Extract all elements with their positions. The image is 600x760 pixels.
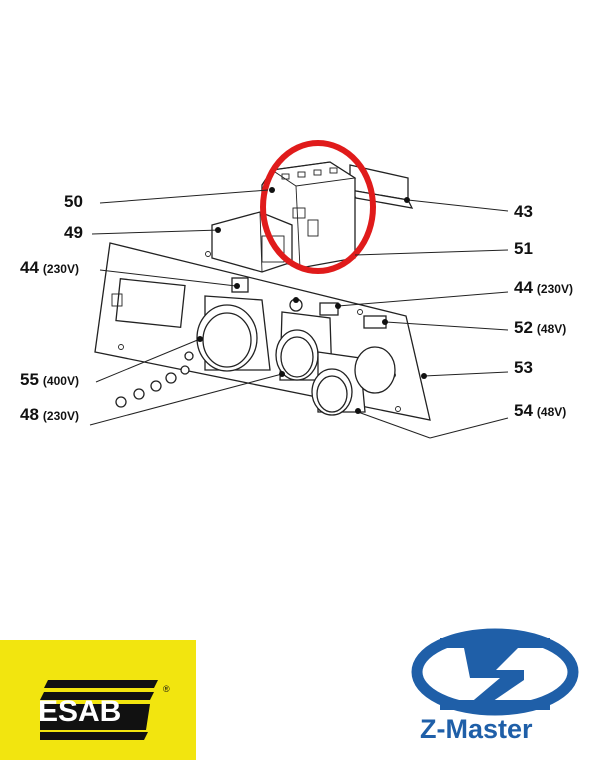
esab-bars-icon	[40, 680, 158, 740]
callout-54: 54(48V)	[514, 401, 566, 420]
panel-hole	[354, 346, 396, 394]
callout-44-left: 44(230V)	[20, 258, 79, 277]
callout-52: 52(48V)	[514, 318, 566, 337]
callout-48: 48(230V)	[20, 405, 79, 424]
din-rail	[348, 164, 414, 209]
socket-400v	[196, 277, 271, 372]
callout-55: 55(400V)	[20, 370, 79, 389]
callout-50: 50	[64, 192, 83, 211]
zmaster-logo-icon	[411, 628, 579, 716]
leader-dots	[197, 187, 427, 414]
esab-logo: ESAB	[0, 640, 196, 760]
leader-lines	[89, 189, 509, 439]
callout-53: 53	[514, 358, 533, 377]
nuts-washers	[115, 351, 194, 408]
esab-logo-text: ESAB	[38, 695, 122, 728]
parts-diagram: 50 49 44(230V) 55(400V) 48(230V) 43 51 4…	[20, 140, 573, 439]
callout-44-right: 44(230V)	[514, 278, 573, 297]
socket-48v	[311, 351, 366, 416]
registered-mark: ®	[163, 684, 170, 694]
callout-49: 49	[64, 223, 83, 242]
callout-43: 43	[514, 202, 533, 221]
zmaster-logo-text: Z-Master	[420, 714, 533, 744]
highlight-circle	[260, 140, 376, 274]
transformer	[211, 211, 293, 273]
callout-51: 51	[514, 239, 533, 258]
